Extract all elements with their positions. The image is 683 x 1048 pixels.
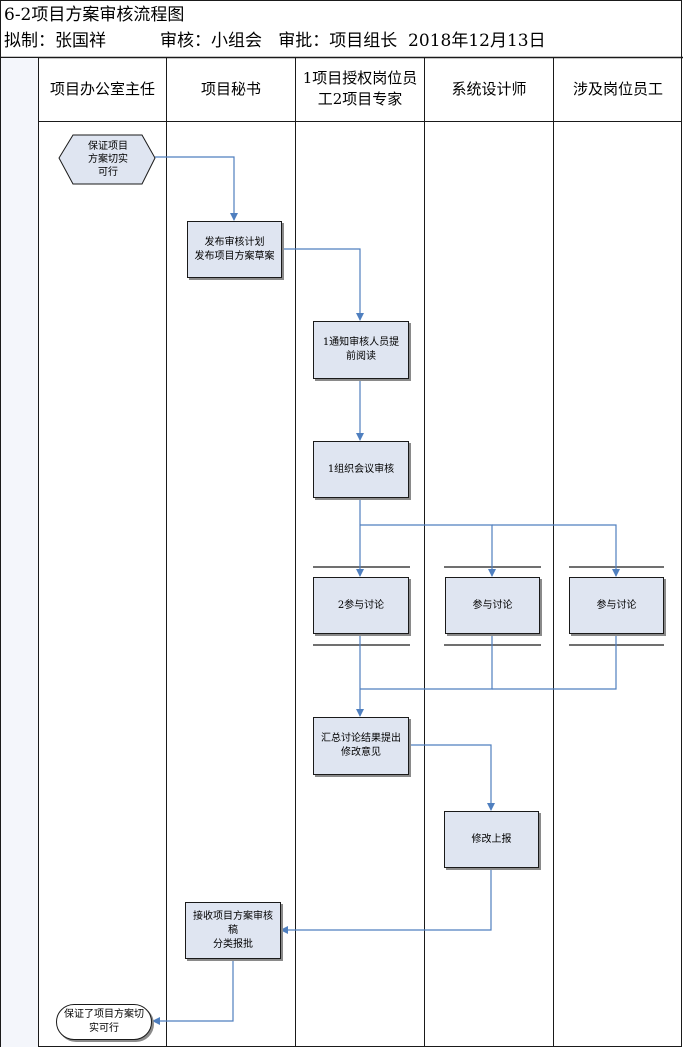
column-header-office-director: 项目办公室主任	[39, 58, 166, 120]
start-node-label: 保证项目 方案切实 可行	[64, 136, 152, 182]
connector-revise-receive	[280, 867, 492, 934]
start-hexagon	[58, 134, 156, 185]
summarize-feedback-node: 汇总讨论结果提出 修改意见	[313, 717, 409, 775]
left-band	[1, 58, 38, 1047]
connector-start-publish	[155, 156, 238, 221]
column-header-system-designer: 系统设计师	[425, 58, 553, 120]
expert-discussion-text: 2参与讨论	[337, 599, 385, 611]
summarize-feedback-text: 汇总讨论结果提出 修改意见	[321, 733, 401, 758]
column-header-involved-staff: 涉及岗位员工	[554, 58, 682, 120]
page-title: 6-2项目方案审核流程图	[4, 5, 185, 25]
notify-reviewers-node: 1通知审核人员提 前阅读	[313, 321, 409, 379]
column-header-label: 系统设计师	[451, 79, 527, 98]
receive-draft-node: 接收项目方案审核 稿 分类报批	[185, 902, 281, 959]
revise-report-text: 修改上报	[471, 833, 512, 845]
revise-report-node: 修改上报	[444, 811, 539, 868]
staff-discussion-node: 参与讨论	[569, 577, 664, 634]
notify-reviewers-text: 1通知审核人员提 前阅读	[322, 337, 400, 362]
receive-draft-text: 接收项目方案审核 稿 分类报批	[193, 910, 273, 950]
end-terminator-node: 保证了项目方案切 实可行	[56, 1004, 152, 1040]
connector-summary-revise	[408, 744, 495, 811]
column-header-authorized-staff-experts: 1项目授权岗位员 工2项目专家	[296, 58, 424, 120]
designer-discussion-node: 参与讨论	[445, 577, 540, 634]
publish-plan-text: 发布审核计划 发布项目方案草案	[194, 236, 275, 262]
organize-meeting-node: 1组织会议审核	[313, 441, 409, 498]
expert-discussion-node: 2参与讨论	[313, 577, 409, 634]
column-header-label: 涉及岗位员工	[572, 79, 663, 98]
connector-receive-end	[152, 958, 234, 1025]
designer-discussion-text: 参与讨论	[472, 599, 513, 611]
connector-staff-merge	[492, 633, 617, 690]
publish-plan-node: 发布审核计划 发布项目方案草案	[187, 221, 282, 278]
column-header-label: 项目办公室主任	[49, 79, 155, 98]
start-node-text: 保证项目 方案切实 可行	[88, 140, 128, 178]
column-header-label: 项目秘书	[200, 79, 261, 98]
column-header-project-secretary: 项目秘书	[167, 58, 295, 120]
staff-discussion-text: 参与讨论	[596, 599, 637, 611]
approval-meta-line: 拟制：张国祥 审核：小组会 审批：项目组长 2018年12月13日	[4, 31, 546, 51]
organize-meeting-text: 1组织会议审核	[327, 463, 395, 475]
connector-publish-notify	[281, 248, 364, 321]
end-terminator-text: 保证了项目方案切 实可行	[64, 1009, 144, 1034]
column-header-label: 1项目授权岗位员 工2项目专家	[302, 69, 418, 108]
connector-meeting-discuss-staff	[492, 524, 620, 577]
